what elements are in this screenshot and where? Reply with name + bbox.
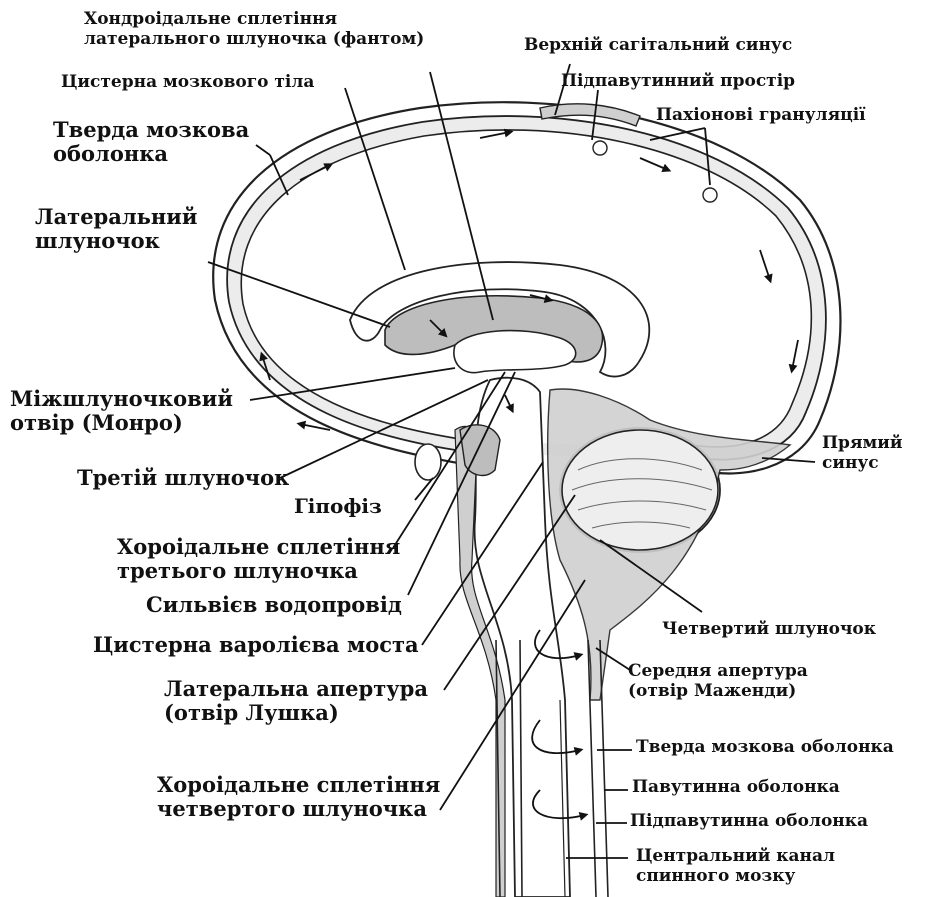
label-arachnoid: Павутинна оболонка (632, 778, 840, 798)
label-straight-sinus: Прямий синус (822, 434, 902, 473)
label-central-canal: Центральний канал спинного мозку (636, 847, 835, 886)
label-foramen-monro: Міжшлуночковий отвір (Монро) (10, 387, 233, 435)
label-chp-third: Хороідальне сплетіння третього шлуночка (117, 535, 400, 583)
label-subarachnoid-membrane: Підпавутинна оболонка (630, 812, 868, 832)
label-sylvian-aqueduct: Сильвієв водопровід (146, 593, 402, 617)
label-corpus-callosum-cistern: Цистерна мозкового тіла (61, 73, 314, 93)
label-subarachnoid-space: Підпавутинний простір (561, 72, 795, 92)
label-chp-lateral-phantom: Хондроідальне сплетіння латерального шлу… (84, 10, 424, 49)
label-lateral-aperture: Латеральна апертура (отвір Лушка) (164, 677, 428, 725)
label-lateral-ventricle: Латеральний шлуночок (35, 205, 197, 253)
label-chp-fourth: Хороідальне сплетіння четвертого шлуночк… (157, 773, 440, 821)
label-third-ventricle: Третій шлуночок (77, 466, 289, 490)
label-pituitary: Гіпофіз (294, 495, 382, 518)
label-pontine-cistern: Цистерна варолієва моста (93, 633, 419, 657)
label-spinal-dura: Тверда мозкова оболонка (636, 738, 894, 758)
pituitary-shape (415, 444, 441, 480)
label-pacchionian-granulations: Пахіонові грануляції (656, 106, 866, 126)
label-median-aperture: Середня апертура (отвір Маженди) (628, 662, 808, 701)
label-dura-mater-top: Тверда мозкова оболонка (53, 118, 249, 166)
label-superior-sagittal-sinus: Верхній сагітальний синус (524, 36, 792, 56)
label-fourth-ventricle: Четвертий шлуночок (662, 620, 876, 640)
third-ventricle-shape (454, 331, 576, 373)
